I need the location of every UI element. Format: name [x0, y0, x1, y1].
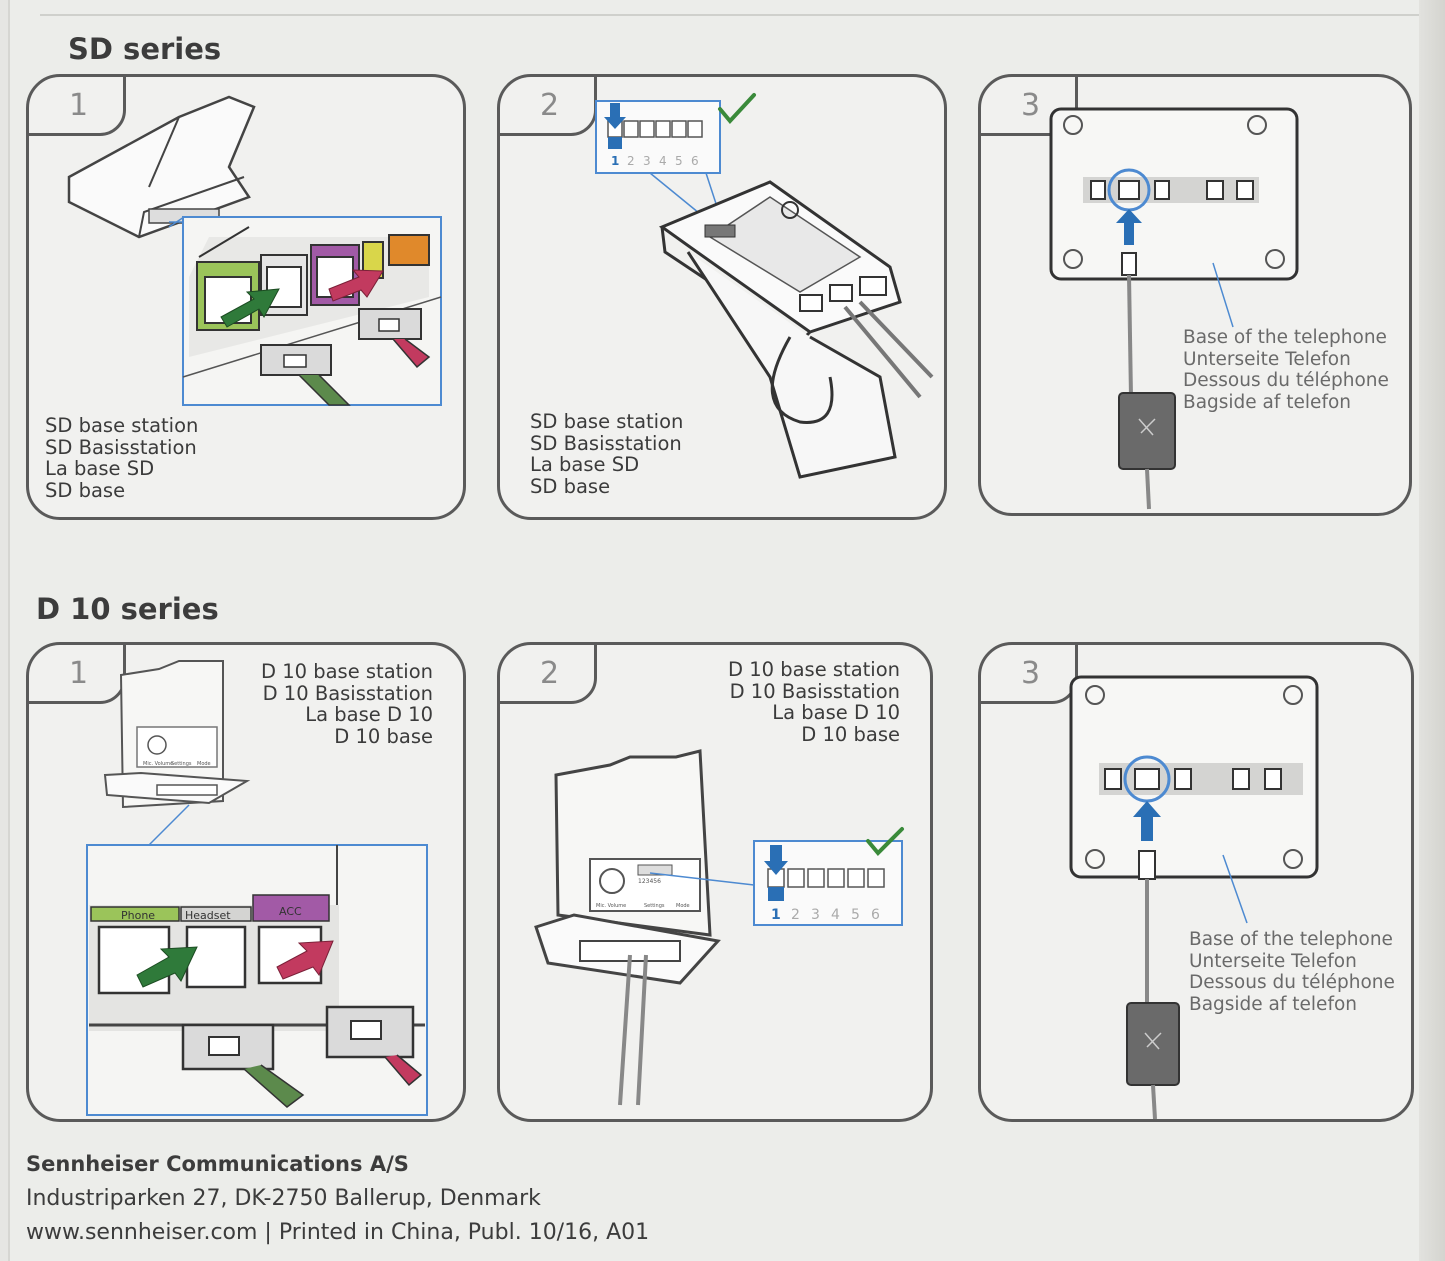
d10-phone-base-illustration — [1069, 675, 1319, 1119]
top-rule — [40, 14, 1420, 16]
caption-line: SD base station — [530, 410, 684, 433]
d10-step1-caption: D 10 base station D 10 Basisstation La b… — [261, 661, 433, 747]
sd-step1-panel: 1 — [26, 74, 466, 520]
caption-line: Bagside af telefon — [1183, 391, 1351, 413]
mini-label: Mic. Volume — [143, 761, 173, 767]
d10-step1-panel: 1 Mic. Volume Settings Mode Phone Headse… — [26, 642, 466, 1122]
green-arrow-icon — [136, 946, 198, 988]
d10-dip-switch-illustration: 123456 Mic. Volume Settings Mode 1 2 3 4… — [534, 749, 904, 1106]
step-number: 2 — [500, 77, 597, 136]
port-label: Phone — [121, 909, 155, 922]
green-arrow-icon — [220, 288, 280, 328]
caption-line: SD Basisstation — [45, 435, 197, 459]
step-number: 2 — [500, 645, 597, 704]
caption-line: D 10 Basisstation — [729, 679, 900, 703]
checkmark-icon — [718, 93, 756, 125]
step-number: 1 — [29, 77, 126, 136]
switch-number: 1 — [771, 907, 781, 923]
caption-line: D 10 base station — [260, 660, 433, 683]
pink-arrow-icon — [276, 940, 334, 980]
switch-number: 5 — [851, 907, 860, 923]
page-edge — [1419, 0, 1445, 1261]
down-arrow-icon — [604, 103, 626, 129]
sd-port-headset — [260, 254, 308, 316]
adapter-box — [1118, 392, 1176, 470]
switch-number: 1 — [611, 154, 619, 168]
caption-line: La base D 10 — [305, 703, 433, 726]
caption-line: D 10 base station — [727, 658, 900, 681]
d10-port-phone: Phone — [90, 906, 180, 995]
d10-port-headset: Headset — [180, 906, 252, 989]
caption-line: Unterseite Telefon — [1189, 950, 1357, 972]
mini-label: Mic. Volume — [596, 903, 626, 909]
port-label: Headset — [185, 909, 231, 922]
caption-line: SD Basisstation — [530, 431, 682, 455]
caption-line: SD base — [45, 478, 126, 502]
sd-step2-panel: 2 1 2 3 4 5 6 SD — [497, 74, 947, 520]
down-arrow-icon — [764, 845, 788, 875]
sd-step3-caption: Base of the telephone Unterseite Telefon… — [1183, 327, 1389, 413]
up-arrow-icon — [1133, 801, 1161, 841]
checkmark-icon — [866, 827, 904, 856]
switch-number: 6 — [871, 907, 880, 923]
caption-line: D 10 base — [801, 722, 900, 746]
d10-series-title: D 10 series — [36, 592, 219, 626]
up-arrow-icon — [1116, 209, 1142, 245]
mini-label: Settings — [171, 761, 192, 767]
d10-base-ports-illustration: Mic. Volume Settings Mode Phone Headset … — [86, 660, 428, 1116]
sd-series-title: SD series — [68, 32, 222, 66]
footer-web: www.sennheiser.com | Printed in China, P… — [26, 1220, 650, 1245]
caption-line: D 10 Basisstation — [262, 681, 433, 705]
caption-line: Base of the telephone — [1189, 929, 1393, 950]
caption-line: La base D 10 — [772, 701, 900, 724]
mini-label: Settings — [644, 903, 665, 909]
footer-address: Industriparken 27, DK-2750 Ballerup, Den… — [26, 1186, 541, 1211]
caption-line: D 10 base — [334, 724, 433, 748]
caption-line: Dessous du téléphone — [1189, 972, 1395, 993]
sd-base-ports-illustration — [67, 95, 442, 406]
step-number: 1 — [29, 645, 126, 704]
caption-line: Base of the telephone — [1183, 327, 1387, 348]
mini-label: Mode — [197, 761, 211, 767]
caption-line: SD base station — [45, 414, 199, 437]
d10-step2-caption: D 10 base station D 10 Basisstation La b… — [728, 659, 900, 745]
caption-line: Dessous du téléphone — [1183, 370, 1389, 391]
pink-arrow-icon — [328, 269, 384, 302]
caption-line: SD base — [530, 474, 611, 498]
mini-label: Mode — [676, 903, 690, 909]
caption-line: La base SD — [45, 457, 155, 480]
d10-step3-caption: Base of the telephone Unterseite Telefon… — [1189, 929, 1395, 1015]
switch-number: 4 — [659, 154, 667, 168]
sd-dip-switch-illustration: 1 2 3 4 5 6 — [595, 93, 934, 479]
d10-step2-panel: 2 123456 Mic. Volume Settings Mode 1 2 3… — [497, 642, 933, 1122]
switch-number: 2 — [791, 907, 800, 923]
switch-number: 2 — [627, 154, 635, 168]
switch-number: 5 — [675, 154, 683, 168]
step-number: 3 — [981, 645, 1078, 704]
switch-number: 4 — [831, 907, 840, 923]
adapter-box — [1126, 1002, 1180, 1086]
port-label: ACC — [279, 905, 302, 918]
d10-step3-panel: 3 Base of the telephone Unterseite Telef… — [978, 642, 1414, 1122]
caption-line: La base SD — [530, 453, 640, 476]
switch-number: 3 — [643, 154, 651, 168]
sd-phone-base-illustration — [1049, 107, 1299, 510]
caption-line: Bagside af telefon — [1189, 993, 1357, 1015]
switch-number: 3 — [811, 907, 820, 923]
mini-numbers: 123456 — [638, 878, 661, 885]
sd-step3-panel: 3 Base of the telephone Unterseite Telef… — [978, 74, 1412, 516]
sd-step1-caption: SD base station SD Basisstation La base … — [45, 415, 198, 501]
sd-step2-caption: SD base station SD Basisstation La base … — [530, 411, 683, 497]
caption-line: Unterseite Telefon — [1183, 348, 1351, 370]
switch-number: 6 — [691, 154, 699, 168]
footer-company: Sennheiser Communications A/S — [26, 1152, 409, 1176]
